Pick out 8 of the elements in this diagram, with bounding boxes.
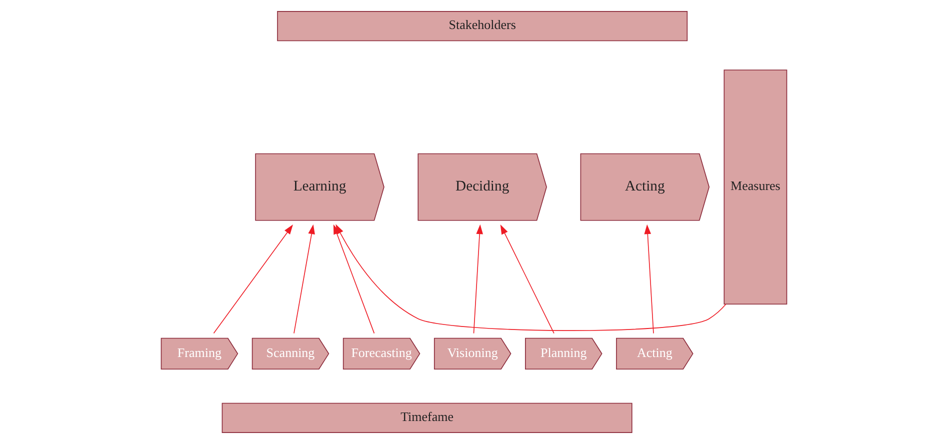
arrow [644,224,654,334]
arrow [213,224,293,334]
node-box: Stakeholders [277,11,688,42]
arrow [473,224,483,334]
arrow [500,224,554,334]
node-box: Measures [724,70,788,304]
node-box: Timefame [222,402,632,433]
arrow [294,224,315,334]
